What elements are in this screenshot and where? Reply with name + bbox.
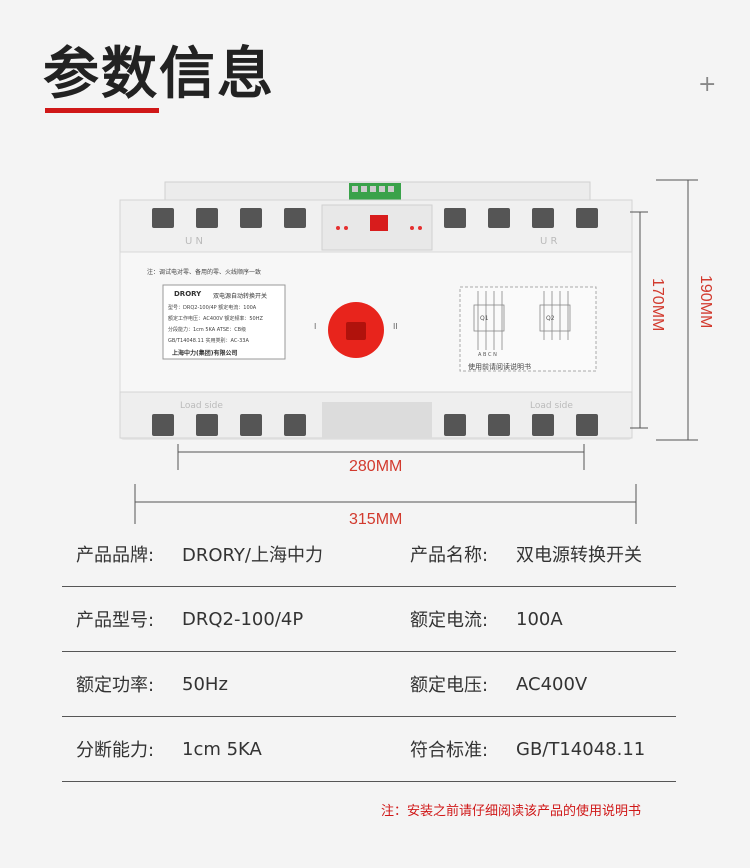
spec-key: 产品名称: [410, 545, 489, 566]
device-notice: 注：调试电对零、备用的零、火线顺序一致 [147, 269, 262, 276]
product-illustration [119, 179, 698, 524]
spec-row: 产品品牌: DRORY/上海中力 产品名称: 双电源转换开关 [62, 522, 676, 587]
device-ur: U R [540, 236, 558, 247]
spec-table: 产品品牌: DRORY/上海中力 产品名称: 双电源转换开关 产品型号: DRQ2-1… [62, 522, 676, 782]
device-line-1: 型号：DRQ2-100/4P 额定电流：100A [168, 305, 257, 311]
device-read-manual: 使用前请阅读说明书 [468, 363, 531, 371]
device-pos-ii: II [393, 322, 398, 331]
spec-value: 1cm 5KA [182, 738, 262, 760]
spec-key: 额定功率: [76, 675, 155, 696]
device-line-3: 分段能力：1cm 5KA ATSE：CB级 [168, 327, 247, 333]
page-title: 参数信息 [43, 42, 275, 107]
device-load-side-left: Load side [180, 401, 223, 411]
spec-row: 额定功率: 50Hz 额定电压: AC400V [62, 652, 676, 717]
spec-row: 分断能力: 1cm 5KA 符合标准: GB/T14048.11 [62, 717, 676, 782]
spec-key: 符合标准: [410, 740, 489, 761]
device-q2: Q2 [546, 315, 555, 322]
plus-icon[interactable]: + [698, 72, 717, 97]
device-pos-i: I [314, 322, 317, 331]
spec-value: AC400V [516, 673, 588, 695]
dimension-280-label: 280MM [349, 458, 403, 475]
dimension-190-label: 190MM [697, 275, 714, 329]
spec-value: 50Hz [182, 673, 228, 695]
device-line-4: GB/T14048.11 实用类别：AC-33A [168, 338, 249, 344]
device-q1: Q1 [480, 315, 489, 322]
device-brand: DRORY [174, 290, 202, 298]
title-underline [45, 108, 159, 113]
spec-key: 额定电压: [410, 675, 489, 696]
spec-key: 额定电流: [410, 610, 489, 631]
device-load-side-right: Load side [530, 401, 573, 411]
device-model-title: 双电源自动转换开关 [213, 293, 268, 300]
spec-value: 双电源转换开关 [516, 545, 642, 566]
dimension-315-label: 315MM [349, 511, 403, 528]
device-maker: 上海中力(集团)有限公司 [172, 350, 238, 357]
spec-row: 产品型号: DRQ2-100/4P 额定电流: 100A [62, 587, 676, 652]
spec-value: 100A [516, 608, 563, 630]
spec-value: GB/T14048.11 [516, 738, 646, 760]
spec-key: 产品型号: [76, 610, 155, 631]
install-note: 注：安装之前请仔细阅读该产品的使用说明书 [381, 804, 642, 819]
spec-value: DRQ2-100/4P [182, 608, 304, 630]
spec-key: 分断能力: [76, 740, 155, 761]
spec-key: 产品品牌: [76, 545, 155, 566]
device-line-2: 额定工作电压：AC400V 额定频率：50HZ [168, 316, 263, 322]
dimension-170-label: 170MM [649, 278, 666, 332]
device-abcn: A B C N [478, 352, 497, 358]
device-un: U N [185, 236, 203, 247]
spec-value: DRORY/上海中力 [182, 545, 323, 566]
